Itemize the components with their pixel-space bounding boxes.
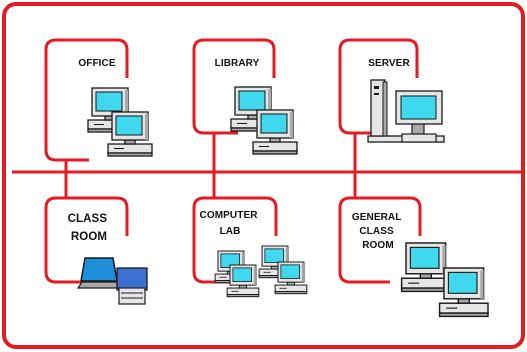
server-label: SERVER xyxy=(368,58,410,69)
library-room-outline xyxy=(192,38,276,135)
general-classroom-label: GENERAL CLASS ROOM xyxy=(352,212,404,251)
network-backbone xyxy=(12,133,523,198)
server-tower-icon xyxy=(367,79,445,143)
computer-lab-room-outline xyxy=(192,196,278,284)
classroom-room-outline xyxy=(44,196,129,284)
office-label: OFFICE xyxy=(78,58,115,69)
two-desktop-computers-icon xyxy=(400,242,489,318)
classroom-label: CLASS ROOM xyxy=(68,213,111,243)
network-frame xyxy=(2,2,525,349)
four-desktop-computers-icon xyxy=(214,245,308,298)
laptop-and-printer-icon xyxy=(76,257,148,305)
server-room-outline xyxy=(338,38,419,135)
computer-lab-label: COMPUTER LAB xyxy=(200,210,261,237)
two-desktop-computers-icon xyxy=(230,86,298,155)
library-label: LIBRARY xyxy=(215,58,260,69)
general-classroom-room-outline xyxy=(338,196,422,284)
office-room-outline xyxy=(44,38,129,162)
two-desktop-computers-icon xyxy=(87,87,153,157)
